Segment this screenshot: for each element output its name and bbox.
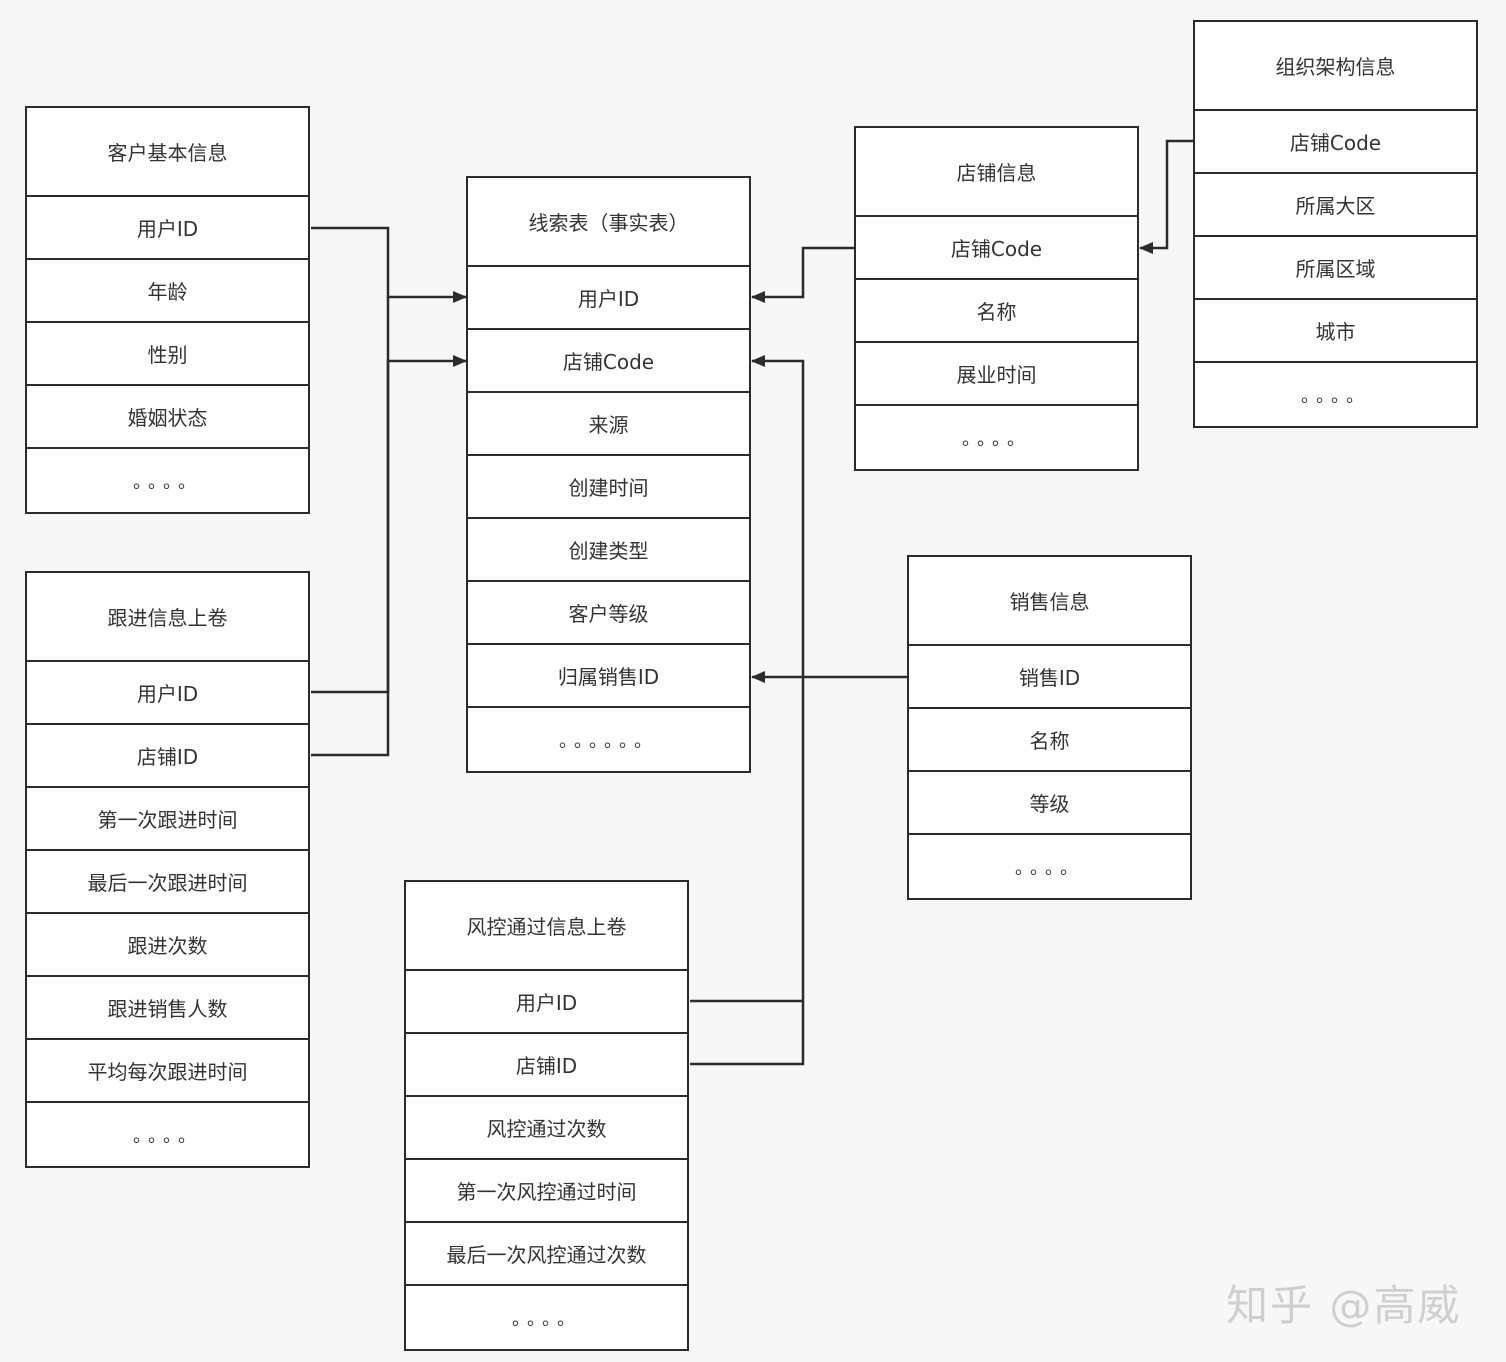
field-row: 展业时间 [856,343,1137,406]
field-row: 等级 [909,772,1190,835]
field-row-ellipsis: 。。。。。。 [559,730,658,752]
field-row: 用户ID [406,971,687,1034]
table-org-structure: 组织架构信息 店铺Code 所属大区 所属区域 城市 。。。。 [1193,20,1478,428]
field-row: 第一次跟进时间 [27,788,308,851]
link-risk-storeid [690,355,805,1066]
link-customer-userid [311,226,467,303]
field-row: 婚姻状态 [27,386,308,449]
field-row: 跟进销售人数 [27,977,308,1040]
field-row: 店铺Code [1195,111,1476,174]
table-store-info: 店铺信息 店铺Code 名称 展业时间 。。。。 [854,126,1139,471]
field-row: 最后一次跟进时间 [27,851,308,914]
table-title: 线索表（事实表） [468,178,749,267]
field-row: 用户ID [27,197,308,260]
field-row: 店铺ID [27,725,308,788]
field-row: 性别 [27,323,308,386]
field-row: 名称 [856,280,1137,343]
table-lead-fact: 线索表（事实表） 用户ID 店铺Code 来源 创建时间 创建类型 客户等级 归… [466,176,751,773]
field-row-ellipsis: 。。。。 [133,1125,202,1147]
field-row: 第一次风控通过时间 [406,1160,687,1223]
field-row: 跟进次数 [27,914,308,977]
field-row: 店铺Code [856,217,1137,280]
table-title: 风控通过信息上卷 [406,882,687,971]
field-row: 最后一次风控通过次数 [406,1223,687,1286]
link-follow-storeid [311,355,467,757]
field-row: 归属销售ID [468,645,749,708]
watermark: 知乎 @高威 [1226,1281,1462,1330]
field-row: 创建时间 [468,456,749,519]
field-row: 来源 [468,393,749,456]
field-row: 风控通过次数 [406,1097,687,1160]
link-org-storecode [1139,139,1193,254]
field-row-ellipsis: 。。。。 [133,471,202,493]
field-row: 平均每次跟进时间 [27,1040,308,1103]
field-row: 所属大区 [1195,174,1476,237]
field-row: 所属区域 [1195,237,1476,300]
field-row: 创建类型 [468,519,749,582]
table-sales-info: 销售信息 销售ID 名称 等级 。。。。 [907,555,1192,900]
field-row-ellipsis: 。。。。 [1301,385,1370,407]
field-row: 店铺ID [406,1034,687,1097]
field-row: 店铺Code [468,330,749,393]
table-title: 客户基本信息 [27,108,308,197]
table-title: 销售信息 [909,557,1190,646]
table-title: 组织架构信息 [1195,22,1476,111]
field-row: 年龄 [27,260,308,323]
table-follow-rollup: 跟进信息上卷 用户ID 店铺ID 第一次跟进时间 最后一次跟进时间 跟进次数 跟… [25,571,310,1168]
field-row: 城市 [1195,300,1476,363]
table-customer-info: 客户基本信息 用户ID 年龄 性别 婚姻状态 。。。。 [25,106,310,514]
field-row-ellipsis: 。。。。 [962,428,1031,450]
table-title: 跟进信息上卷 [27,573,308,662]
field-row-ellipsis: 。。。。 [512,1308,581,1330]
link-store-code [751,246,854,303]
field-row-ellipsis: 。。。。 [1015,857,1084,879]
field-row: 销售ID [909,646,1190,709]
field-row: 用户ID [27,662,308,725]
table-title: 店铺信息 [856,128,1137,217]
field-row: 用户ID [468,267,749,330]
table-risk-rollup: 风控通过信息上卷 用户ID 店铺ID 风控通过次数 第一次风控通过时间 最后一次… [404,880,689,1351]
field-row: 名称 [909,709,1190,772]
field-row: 客户等级 [468,582,749,645]
link-follow-userid [311,297,390,694]
